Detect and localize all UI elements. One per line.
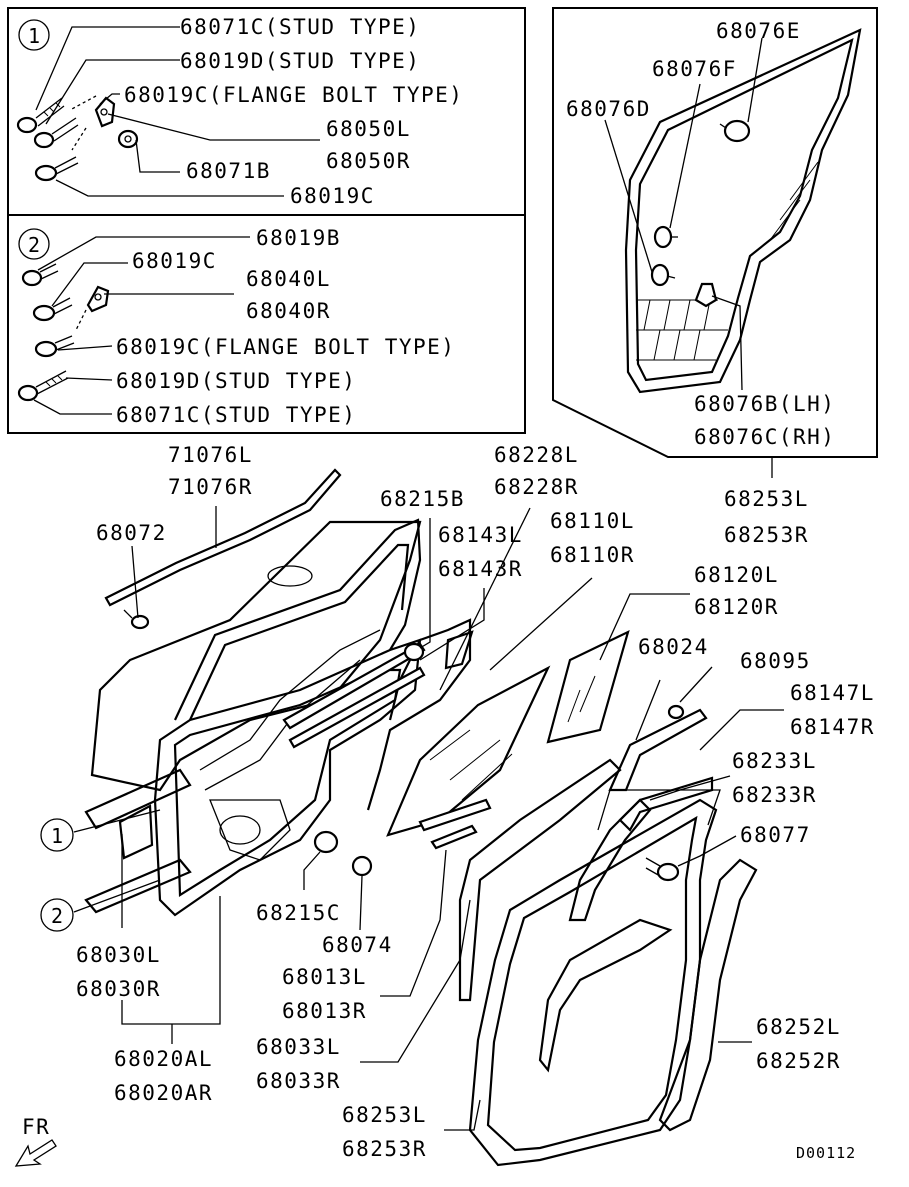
flange-bolt-icon bbox=[34, 156, 79, 182]
nut-icon bbox=[117, 129, 139, 149]
bracket-icon bbox=[94, 96, 116, 128]
label-68020al: 68020AL bbox=[114, 1047, 213, 1071]
label-68147r: 68147R bbox=[790, 715, 875, 739]
leader-lines bbox=[73, 506, 784, 1131]
label-68120r: 68120R bbox=[694, 595, 779, 619]
label-68143r: 68143R bbox=[438, 557, 523, 581]
diagram-code: D00112 bbox=[796, 1144, 856, 1162]
label-68076f: 68076F bbox=[652, 57, 737, 81]
screw-icon bbox=[123, 609, 150, 630]
label-68019c-flange: 68019C(FLANGE BOLT TYPE) bbox=[124, 83, 463, 107]
label-68253r-bottom: 68253R bbox=[342, 1137, 427, 1161]
flange-bolt-icon bbox=[34, 335, 75, 358]
label-68120l: 68120L bbox=[694, 563, 779, 587]
label-71076r: 71076R bbox=[168, 475, 253, 499]
bolt-icon bbox=[32, 297, 73, 322]
label-68019c-flange: 68019C(FLANGE BOLT TYPE) bbox=[116, 335, 455, 359]
stud-nut-icon bbox=[17, 370, 69, 402]
label-68252r: 68252R bbox=[756, 1049, 841, 1073]
clip-icon bbox=[653, 225, 678, 249]
stud-bolt-icon bbox=[33, 117, 79, 149]
front-indicator: FR bbox=[14, 1115, 57, 1167]
label-68215b: 68215B bbox=[380, 487, 465, 511]
label-68013l: 68013L bbox=[282, 965, 367, 989]
plug-icon bbox=[313, 830, 339, 854]
label-68253r-top: 68253R bbox=[724, 523, 809, 547]
inset-box-3: 68076E 68076F 68076D 68076B(LH) 68076C(R… bbox=[552, 7, 878, 478]
label-68076c-rh: 68076C(RH) bbox=[694, 425, 835, 449]
label-68233r: 68233R bbox=[732, 783, 817, 807]
badge-2-circle bbox=[40, 898, 74, 932]
label-68033l: 68033L bbox=[256, 1035, 341, 1059]
label-68215c: 68215C bbox=[256, 901, 341, 925]
label-68050l: 68050L bbox=[326, 117, 411, 141]
label-68110l: 68110L bbox=[550, 509, 635, 533]
label-68074: 68074 bbox=[322, 933, 393, 957]
label-68143l: 68143L bbox=[438, 523, 523, 547]
badge-1: 1 bbox=[51, 824, 63, 848]
clip-icon bbox=[694, 282, 718, 308]
label-68024: 68024 bbox=[638, 635, 709, 659]
label-68076d: 68076D bbox=[566, 97, 651, 121]
label-68071c-stud: 68071C(STUD TYPE) bbox=[180, 15, 420, 39]
label-68050r: 68050R bbox=[326, 149, 411, 173]
label-68228r: 68228R bbox=[494, 475, 579, 499]
label-68040r: 68040R bbox=[246, 299, 331, 323]
label-68030l: 68030L bbox=[76, 943, 161, 967]
label-68147l: 68147L bbox=[790, 681, 875, 705]
label-68253l-top: 68253L bbox=[724, 487, 809, 511]
label-68071b: 68071B bbox=[186, 159, 271, 183]
label-68033r: 68033R bbox=[256, 1069, 341, 1093]
label-68076b-lh: 68076B(LH) bbox=[694, 392, 835, 416]
badge-2: 2 bbox=[51, 904, 63, 928]
clip-icon bbox=[650, 263, 676, 287]
label-68071c-stud: 68071C(STUD TYPE) bbox=[116, 403, 356, 427]
clip-icon bbox=[403, 642, 425, 662]
plug-icon bbox=[351, 855, 373, 877]
label-68020ar: 68020AR bbox=[114, 1081, 213, 1105]
badge-1-circle bbox=[40, 818, 74, 852]
stud-nut-icon bbox=[16, 97, 65, 134]
label-68019d-stud: 68019D(STUD TYPE) bbox=[180, 49, 420, 73]
label-71076l: 71076L bbox=[168, 443, 253, 467]
label-68019d-stud: 68019D(STUD TYPE) bbox=[116, 369, 356, 393]
door-assembly bbox=[84, 468, 758, 1167]
inset-1-badge: 1 bbox=[28, 24, 40, 48]
label-68233l: 68233L bbox=[732, 749, 817, 773]
label-68072: 68072 bbox=[96, 521, 167, 545]
front-arrow-icon bbox=[14, 1139, 57, 1167]
bolt-icon bbox=[645, 857, 680, 882]
bracket-icon bbox=[86, 285, 110, 313]
front-label: FR bbox=[22, 1115, 50, 1139]
label-68252l: 68252L bbox=[756, 1015, 841, 1039]
callout-labels: 71076L 71076R 68072 68215B 68228L 68228R… bbox=[76, 443, 875, 1161]
label-68019c: 68019C bbox=[290, 184, 375, 208]
label-68019b: 68019B bbox=[256, 226, 341, 250]
label-68019c: 68019C bbox=[132, 249, 217, 273]
label-68030r: 68030R bbox=[76, 977, 161, 1001]
inset-box-2: 2 68019B 68019C 68040L bbox=[7, 214, 526, 434]
screw-icon bbox=[667, 704, 685, 720]
label-68228l: 68228L bbox=[494, 443, 579, 467]
label-68076e: 68076E bbox=[716, 19, 801, 43]
bolt-icon bbox=[21, 263, 59, 287]
label-68110r: 68110R bbox=[550, 543, 635, 567]
label-68077: 68077 bbox=[740, 823, 811, 847]
label-68095: 68095 bbox=[740, 649, 811, 673]
inset-2-badge: 2 bbox=[28, 233, 40, 257]
label-68013r: 68013R bbox=[282, 999, 367, 1023]
label-68253l-bottom: 68253L bbox=[342, 1103, 427, 1127]
inset-box-1: 1 68071C(STUD TY bbox=[7, 7, 526, 216]
clip-icon bbox=[719, 119, 751, 143]
label-68040l: 68040L bbox=[246, 267, 331, 291]
